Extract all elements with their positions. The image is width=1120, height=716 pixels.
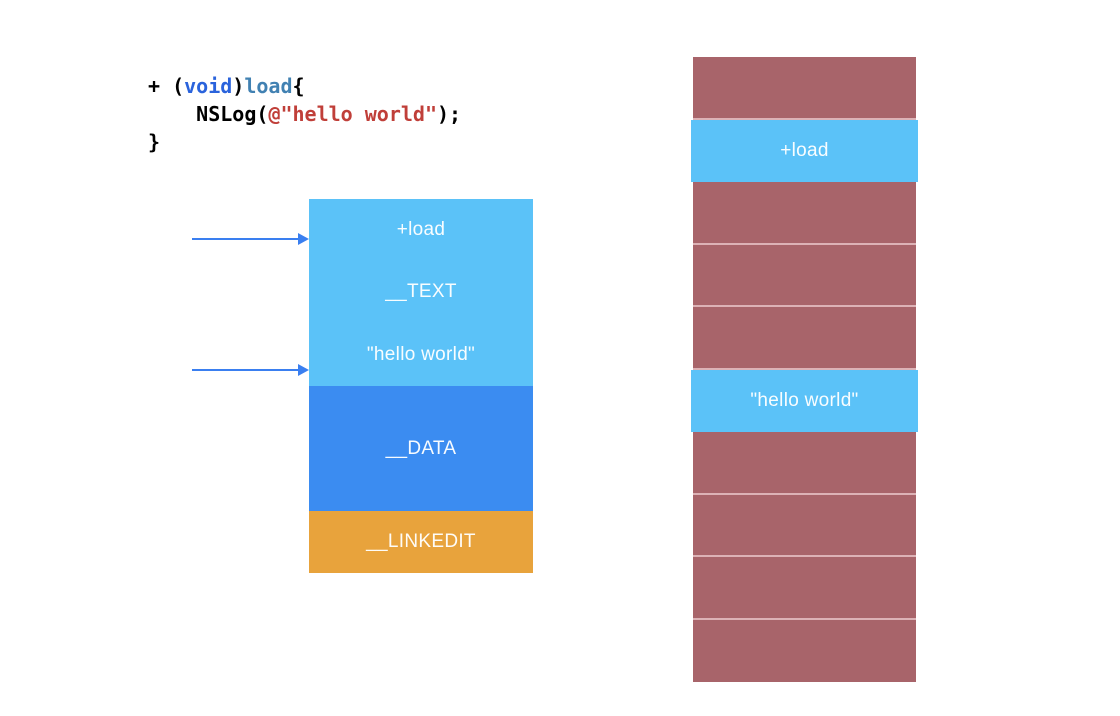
code-segment-method: load (244, 74, 293, 98)
code-segment-string: @"hello world" (268, 102, 437, 126)
memory-pages-diagram: +load "hello world" (691, 57, 918, 682)
code-segment-plain: + ( (148, 74, 185, 98)
code-segment-plain: ) (232, 74, 245, 98)
macho-file-diagram: +load __TEXT "hello world" __DATA __LINKEDIT (309, 199, 533, 573)
text-segment: +load __TEXT "hello world" (309, 199, 533, 386)
memory-page-label: +load (780, 139, 829, 161)
linkedit-segment-label: __LINKEDIT (366, 531, 476, 552)
memory-page (693, 307, 916, 370)
memory-page-highlighted: "hello world" (691, 369, 918, 432)
code-segment-plain: { (292, 74, 305, 98)
memory-page (693, 619, 916, 682)
data-segment-label: __DATA (385, 437, 457, 459)
code-line: + (void)load{ (148, 72, 461, 100)
code-segment-plain: } (148, 130, 161, 154)
code-segment-keyword: void (184, 74, 233, 98)
code-segment-plain: NSLog( (148, 102, 269, 126)
memory-page (693, 557, 916, 620)
memory-page (693, 244, 916, 307)
text-segment-label: __TEXT (385, 281, 457, 303)
code-segment-plain: ); (437, 102, 462, 126)
text-segment-label: +load (396, 219, 446, 241)
code-line: NSLog(@"hello world"); (148, 100, 461, 128)
memory-page-highlighted: +load (691, 119, 918, 182)
memory-page (693, 494, 916, 557)
linkedit-segment: __LINKEDIT (309, 511, 533, 573)
code-line: } (148, 128, 461, 156)
memory-page (693, 432, 916, 495)
arrow-to-load-icon (192, 233, 309, 245)
arrow-to-hello-world-icon (192, 364, 309, 376)
memory-page (693, 57, 916, 120)
data-segment: __DATA (309, 386, 533, 511)
objc-code-snippet: + (void)load{ NSLog(@"hello world");} (148, 72, 461, 156)
text-segment-label: "hello world" (366, 343, 476, 365)
memory-page-label: "hello world" (750, 389, 859, 411)
memory-page (693, 182, 916, 245)
